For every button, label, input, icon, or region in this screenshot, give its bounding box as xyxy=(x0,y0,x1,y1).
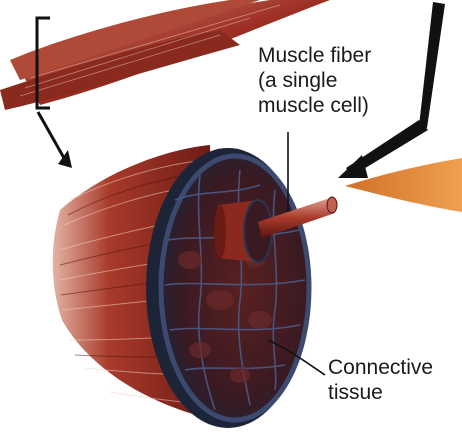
muscle-fiber-label-line-1: Muscle fiber xyxy=(258,43,371,68)
muscle-fiber-label-line-3: muscle cell) xyxy=(258,93,371,118)
muscle-fiber-label-line-2: (a single xyxy=(258,68,371,93)
connective-tissue-label-line-2: tissue xyxy=(328,380,433,405)
cross-section xyxy=(146,148,310,428)
muscle-fiber-label: Muscle fiber (a single muscle cell) xyxy=(258,43,371,118)
connective-tissue-label: Connective tissue xyxy=(328,355,433,405)
connective-tissue-label-line-1: Connective xyxy=(328,355,433,380)
